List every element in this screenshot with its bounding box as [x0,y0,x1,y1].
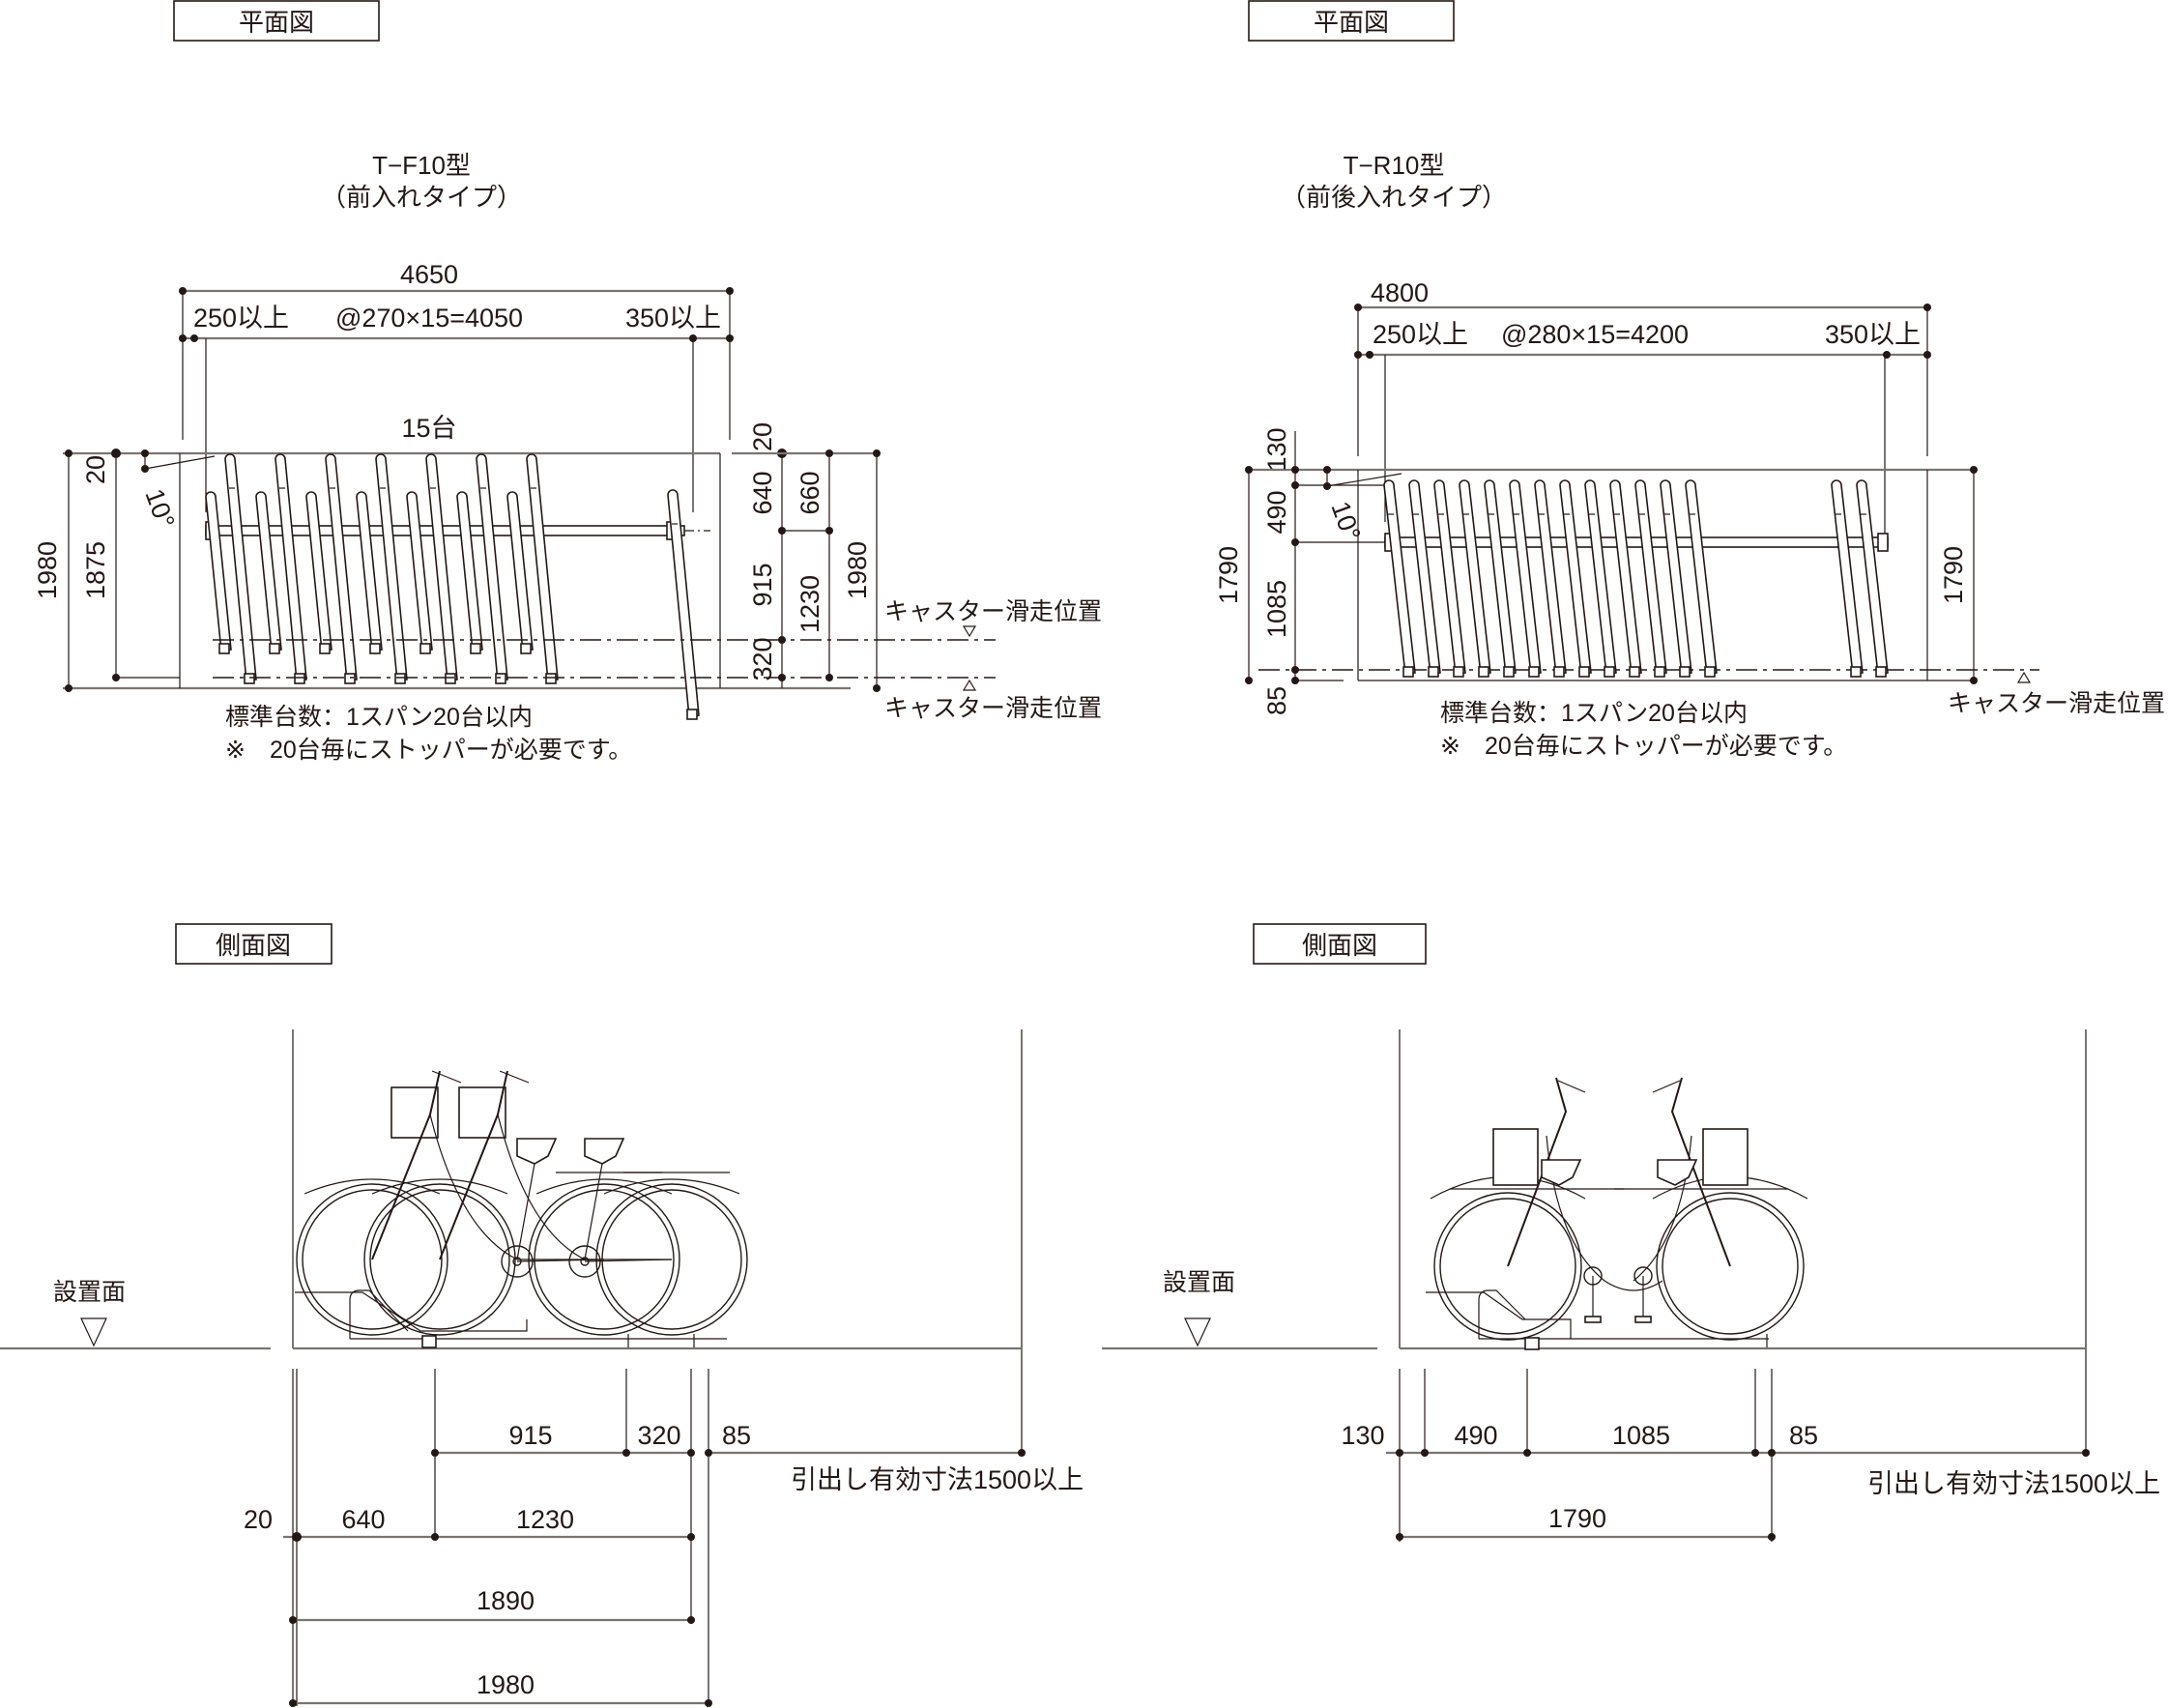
model-type-left: （前入れタイプ） [321,183,522,212]
angle-label-left: 10° [139,485,180,533]
bike-front-in [1430,1077,1663,1341]
note-stopper-left: ※ 20台毎にストッパーが必要です。 [225,737,632,764]
plan-view-right: 平面図 T−R10型 （前後入れタイプ） 4800 250以上 @280×15=… [1214,0,2165,760]
model-title-left: T−F10型 [372,151,471,180]
side-dim-1230: 1230 [516,1505,574,1534]
pullout-label-left: 引出し有効寸法1500以上 [791,1465,1084,1494]
side-dim-915: 915 [508,1421,552,1450]
dim-1085-right-plan: 1085 [1262,580,1291,638]
dim-1230-left: 1230 [795,575,824,633]
side-header-right: 側面図 [1302,931,1377,960]
dim-total-width-left: 4650 [400,260,458,289]
side-dims-left: 915 320 85 引出し有効寸法1500以上 20 640 1230 189… [244,1369,1084,1707]
dim-pitch-left: @270×15=4050 [335,304,523,333]
dim-660-left: 660 [795,471,824,514]
side-dim-20: 20 [244,1505,273,1534]
dim-right-clearance-right: 350以上 [1825,320,1921,349]
dim-320-left: 320 [748,637,777,680]
dim-pitch-right: @280×15=4200 [1501,320,1689,349]
side-dim-85-right: 85 [1789,1421,1818,1450]
dim-left-clearance-left: 250以上 [193,304,289,333]
side-dim-1890: 1890 [477,1586,535,1615]
dim-130-right-plan: 130 [1262,427,1291,471]
dim-85-right-plan: 85 [1262,686,1291,715]
ground-label-right: 設置面 [1163,1269,1235,1296]
bike-rear-in [1614,1077,1808,1341]
dim-total-width-right: 4800 [1371,278,1429,307]
side-dim-640: 640 [341,1505,385,1534]
plan-header-box-right [1248,0,1455,42]
dim-right-top-gap-left: 20 [748,422,777,451]
dim-915-left: 915 [748,563,777,606]
caster-label-lower: キャスター滑走位置 [884,695,1102,722]
pullout-label-right: 引出し有効寸法1500以上 [1867,1469,2160,1498]
side-view-right: 側面図 設置面 [1102,923,2160,1542]
side-header-left: 側面図 [216,931,291,960]
side-dim-320: 320 [637,1421,680,1450]
bike-count-left: 15台 [401,414,456,443]
side-dim-130: 130 [1341,1421,1384,1450]
model-type-right: （前後入れタイプ） [1281,183,1507,212]
model-title-right: T−R10型 [1344,151,1445,180]
dim-outer-depth-left: 1980 [33,541,62,599]
dim-inner-depth-left: 1875 [81,541,110,599]
note-standard-count-left: 標準台数：1スパン20台以内 [225,704,533,731]
side-dim-1085: 1085 [1612,1421,1670,1450]
dim-right-outer-left: 1980 [843,541,872,599]
side-view-left: 側面図 設置面 915 320 85 [0,923,1084,1707]
dim-640-left: 640 [748,471,777,514]
dim-outer-depth-right: 1790 [1214,546,1243,604]
caster-label-right: キャスター滑走位置 [1948,690,2165,717]
dim-left-clearance-right: 250以上 [1373,320,1468,349]
dim-490-right-plan: 490 [1262,490,1291,534]
caster-label-upper: キャスター滑走位置 [884,598,1102,625]
angle-label-right: 10° [1325,498,1366,545]
side-dim-1980: 1980 [477,1670,535,1699]
note-standard-count-right: 標準台数：1スパン20台以内 [1440,700,1748,727]
plan-view-left: 平面図 T−F10型 （前入れタイプ） 4650 250以上 @270×15=4… [33,0,1102,764]
dim-right-outer-right: 1790 [1939,546,1968,604]
ground-label-left: 設置面 [53,1279,126,1306]
side-dim-85-left: 85 [722,1421,751,1450]
side-header-box-left [175,923,332,965]
dim-right-clearance-left: 350以上 [625,304,721,333]
side-dim-490: 490 [1454,1421,1497,1450]
plan-header-right: 平面図 [1314,8,1389,37]
side-dims-right: 130 490 1085 85 引出し有効寸法1500以上 1790 [1341,1369,2160,1542]
dim-top-gap-left: 20 [81,455,110,484]
note-stopper-right: ※ 20台毎にストッパーが必要です。 [1440,733,1847,760]
side-header-box-right [1253,923,1427,965]
side-dim-1790: 1790 [1548,1504,1606,1533]
plan-header-left: 平面図 [239,8,314,37]
plan-header-box-left [173,0,380,42]
